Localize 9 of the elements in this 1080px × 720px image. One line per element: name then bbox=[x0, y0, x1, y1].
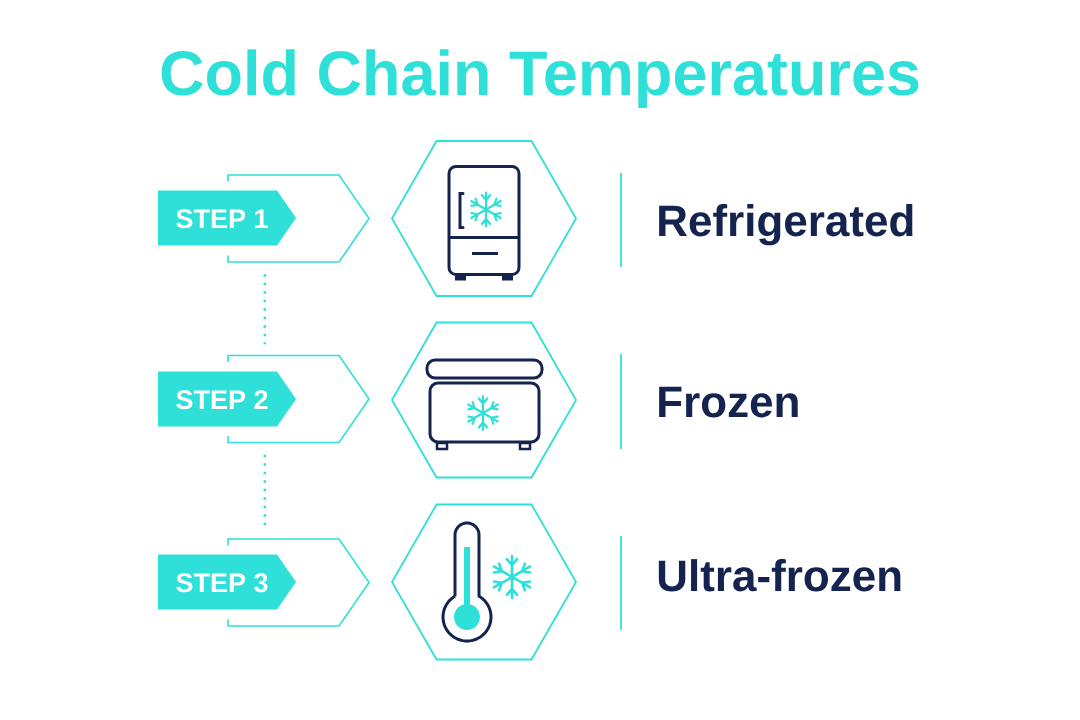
temperature-label: Ultra-frozen bbox=[658, 559, 901, 592]
temperature-label: Frozen bbox=[659, 386, 798, 418]
temperature-label: Refrigerated bbox=[659, 204, 913, 246]
dotted-connector bbox=[263, 454, 267, 528]
step-tag: STEP 2 bbox=[158, 371, 296, 427]
step-tag: STEP 3 bbox=[158, 554, 296, 610]
step-tag: STEP 1 bbox=[158, 190, 296, 246]
dotted-connector bbox=[263, 274, 267, 345]
title: Cold Chain Temperatures bbox=[161, 49, 919, 109]
